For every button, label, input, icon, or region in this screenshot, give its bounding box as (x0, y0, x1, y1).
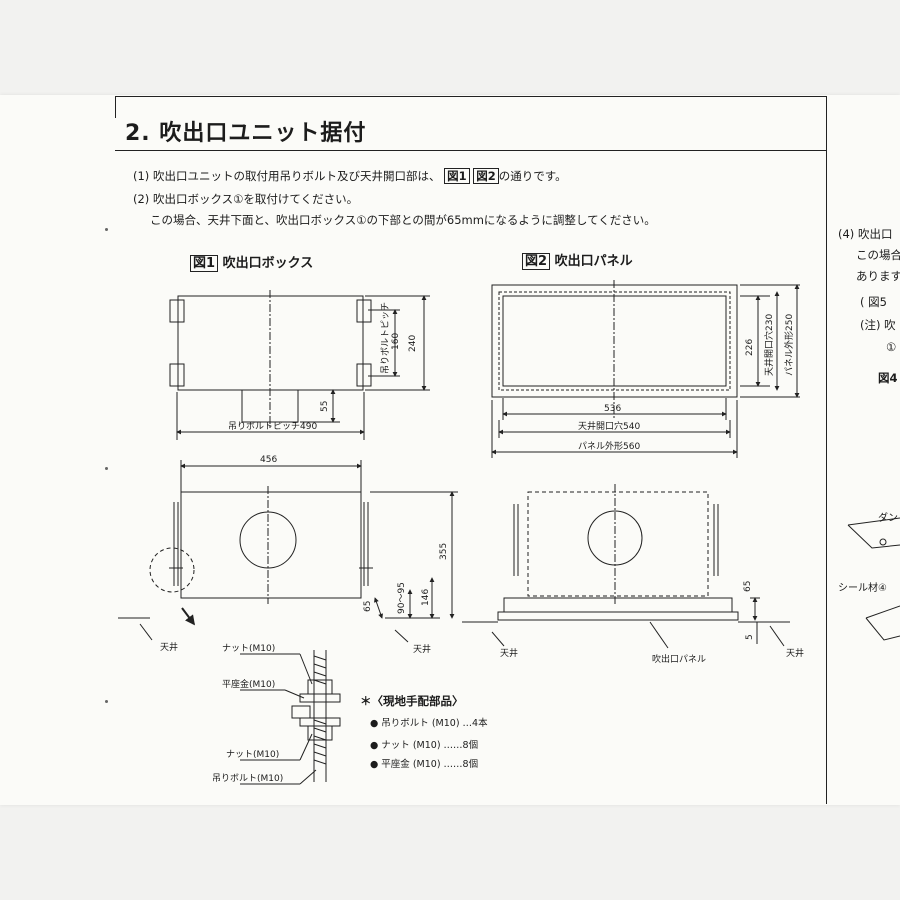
instruction-text: (1) 吹出口ユニットの取付用吊りボルト及び天井開口部は、 (133, 169, 441, 183)
figure-1-title: 図1 吹出口ボックス (190, 252, 314, 272)
fig2-dim-560: パネル外形560 (578, 440, 640, 452)
frame-top-rule (115, 96, 827, 97)
next-page-label: ダン (878, 513, 898, 524)
detail-nut-top: ナット(M10) (222, 643, 275, 654)
fig1-dim-355: 355 (439, 543, 449, 560)
figure-ref-1: 図1 (444, 168, 470, 184)
figure-2-label: 図2 (522, 253, 551, 270)
fig1-dim-65: 65 (363, 601, 373, 612)
fig2-dim-536: 536 (604, 404, 621, 414)
fig2-dim-65: 65 (743, 581, 753, 592)
fig2-dim-230: 天井開口穴230 (763, 314, 775, 376)
section-title: 2. 吹出口ユニット据付 (125, 121, 367, 146)
figure-2-caption: 吹出口パネル (554, 254, 633, 269)
instruction-text: の通りです。 (498, 169, 567, 183)
binder-hole-mark (105, 228, 108, 231)
fig1-dim-55: 55 (320, 401, 330, 412)
next-page-text: ① (886, 340, 897, 354)
binder-hole-mark (105, 467, 108, 470)
bolt-detail (240, 650, 341, 785)
material-item: ● 吊りボルト (M10) …4本 (370, 718, 488, 729)
fig1-ceiling-label: 天井 (160, 641, 178, 653)
fig1-dim-146: 146 (421, 589, 431, 606)
detail-nut-bottom: ナット(M10) (226, 749, 279, 760)
fig2-side-view (462, 484, 790, 649)
fig2-ceiling-label-2: 天井 (786, 647, 804, 659)
instruction-line-2: (2) 吹出口ボックス①を取付けてください。 (133, 192, 359, 206)
next-page-column: (4) 吹出口 この場合 あります ( 図5 (注) 吹 ① 図4 シール材④ … (838, 222, 900, 642)
fig1-dim-490: 吊りボルトピッチ490 (228, 421, 317, 432)
fig2-dim-5: 5 (745, 634, 755, 640)
material-item: ● 平座金 (M10) ……8個 (370, 759, 479, 770)
fig1-ceiling-label-2: 天井 (413, 643, 431, 655)
material-item: ● ナット (M10) ……8個 (370, 740, 479, 751)
fig1-side-view (118, 460, 458, 643)
figure-2-title: 図2 吹出口パネル (522, 250, 633, 270)
detail-bolt: 吊りボルト(M10) (212, 773, 283, 784)
fig2-panel-label: 吹出口パネル (652, 653, 706, 665)
next-page-sketch (847, 517, 900, 641)
next-page-text: あります (856, 269, 900, 283)
instruction-line-3: この場合、天井下面と、吹出口ボックス①の下部との間が65mmになるように調整して… (150, 213, 656, 227)
next-page-text: (注) 吹 (860, 318, 896, 332)
fig2-dim-226: 226 (745, 339, 755, 356)
fig2-top-view (491, 280, 800, 458)
next-page-label: シール材④ (838, 583, 887, 594)
next-page-text: 図4 (878, 371, 898, 385)
document-page (0, 95, 900, 805)
fig1-bolt-pitch-label: 吊りボルトピッチ (380, 302, 391, 374)
fig2-dim-250: パネル外形250 (783, 314, 795, 376)
figure-1-label: 図1 (190, 255, 219, 272)
materials-title: ＊〈現地手配部品〉 (360, 694, 464, 708)
fig2-ceiling-label: 天井 (500, 647, 518, 659)
next-page-text: ( 図5 (860, 295, 887, 309)
binder-hole-mark (105, 700, 108, 703)
fig1-dim-240: 240 (408, 335, 418, 352)
fig1-dim-90-95: 90〜95 (397, 582, 407, 614)
fig1-top-view (169, 290, 430, 440)
next-page-text: (4) 吹出口 (838, 227, 893, 241)
next-page-text: この場合 (856, 248, 900, 262)
frame-right-rule (826, 96, 827, 804)
fig1-dim-160: 160 (391, 333, 401, 350)
frame-left-rule (115, 96, 116, 118)
fig2-dim-540: 天井開口穴540 (578, 420, 640, 432)
figure-1-caption: 吹出口ボックス (222, 256, 314, 271)
title-underline (115, 150, 827, 151)
figure-ref-2: 図2 (473, 168, 499, 184)
detail-washer: 平座金(M10) (222, 678, 275, 690)
fig1-dim-456: 456 (260, 455, 277, 465)
